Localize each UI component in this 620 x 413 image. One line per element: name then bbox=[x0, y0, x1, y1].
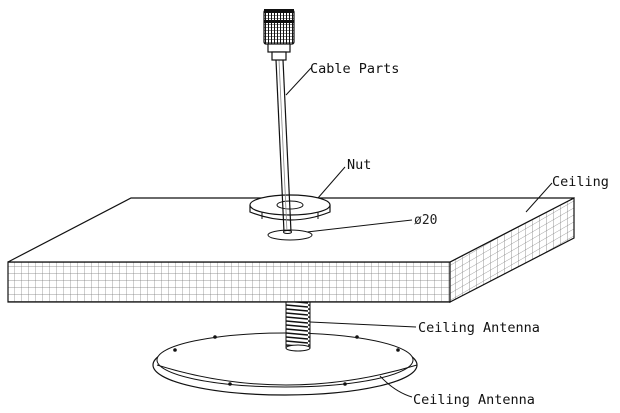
antenna-threaded-stem bbox=[285, 299, 311, 352]
leader-lines bbox=[285, 67, 553, 398]
label-hole-diameter: ø20 bbox=[414, 213, 437, 228]
label-ceiling-antenna-stem: Ceiling Antenna bbox=[418, 320, 540, 336]
label-ceiling: Ceiling bbox=[552, 174, 609, 190]
antenna-base bbox=[152, 332, 418, 396]
cable-connector bbox=[263, 9, 295, 61]
label-ceiling-antenna-base: Ceiling Antenna bbox=[413, 392, 535, 408]
label-nut: Nut bbox=[347, 157, 371, 173]
label-cable-parts: Cable Parts bbox=[310, 61, 399, 77]
cable-rod bbox=[275, 59, 292, 234]
